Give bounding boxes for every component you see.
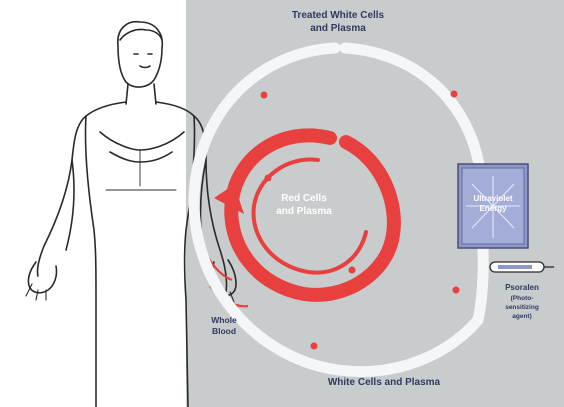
psoralen-label-line1: Psoralen [505, 283, 539, 292]
treated-label-line1: Treated White Cells [292, 10, 385, 21]
psoralen-label-line2: (Photo- [511, 295, 534, 302]
treated-label-line2: and Plasma [310, 23, 366, 34]
device-label-line2: Energy [479, 204, 507, 213]
loop-marker [451, 91, 458, 98]
device-label-line1: Ultraviolet [473, 194, 512, 203]
white-cells-label: White Cells and Plasma [328, 377, 441, 388]
psoralen-label-line3: sensitizing [505, 304, 539, 311]
psoralen-label-line4: agent) [512, 313, 532, 320]
whole-blood-label-line2: Blood [212, 326, 236, 336]
loop-marker [265, 175, 272, 182]
whole-blood-label-line1: Whole [211, 315, 237, 325]
red-cells-label-line1: Red Cells [281, 193, 327, 204]
red-cells-label-line2: and Plasma [276, 206, 332, 217]
loop-marker [311, 343, 318, 350]
loop-marker [261, 92, 268, 99]
loop-marker [453, 287, 460, 294]
loop-marker [349, 267, 356, 274]
